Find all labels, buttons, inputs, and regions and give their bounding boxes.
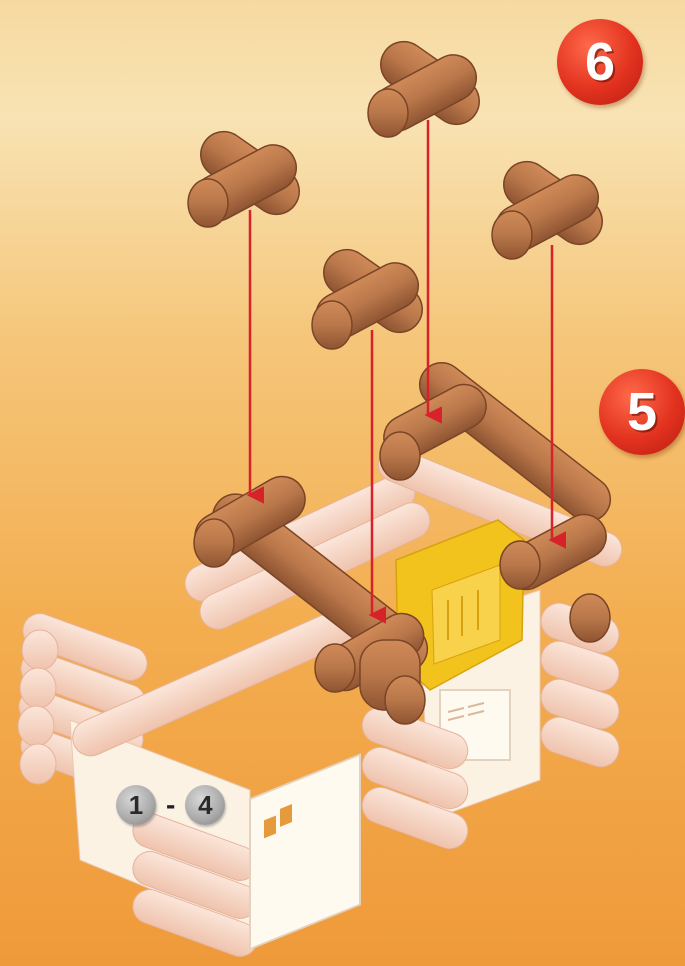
reference-end-badge: 4 xyxy=(185,785,225,825)
house-base xyxy=(14,443,627,962)
reference-end: 4 xyxy=(198,790,212,821)
cross-log-middle xyxy=(308,241,432,349)
step-number-current: 6 xyxy=(585,31,615,93)
step-reference-range: 1 - 4 xyxy=(116,785,225,825)
step-number-badge-current: 6 xyxy=(557,19,643,105)
step-number-badge-previous: 5 xyxy=(599,369,685,455)
reference-start-badge: 1 xyxy=(116,785,156,825)
step-number-previous: 5 xyxy=(627,381,657,443)
reference-start: 1 xyxy=(129,790,143,821)
cross-log-right xyxy=(488,153,612,260)
cross-log-left xyxy=(186,123,309,230)
reference-separator: - xyxy=(166,789,175,821)
